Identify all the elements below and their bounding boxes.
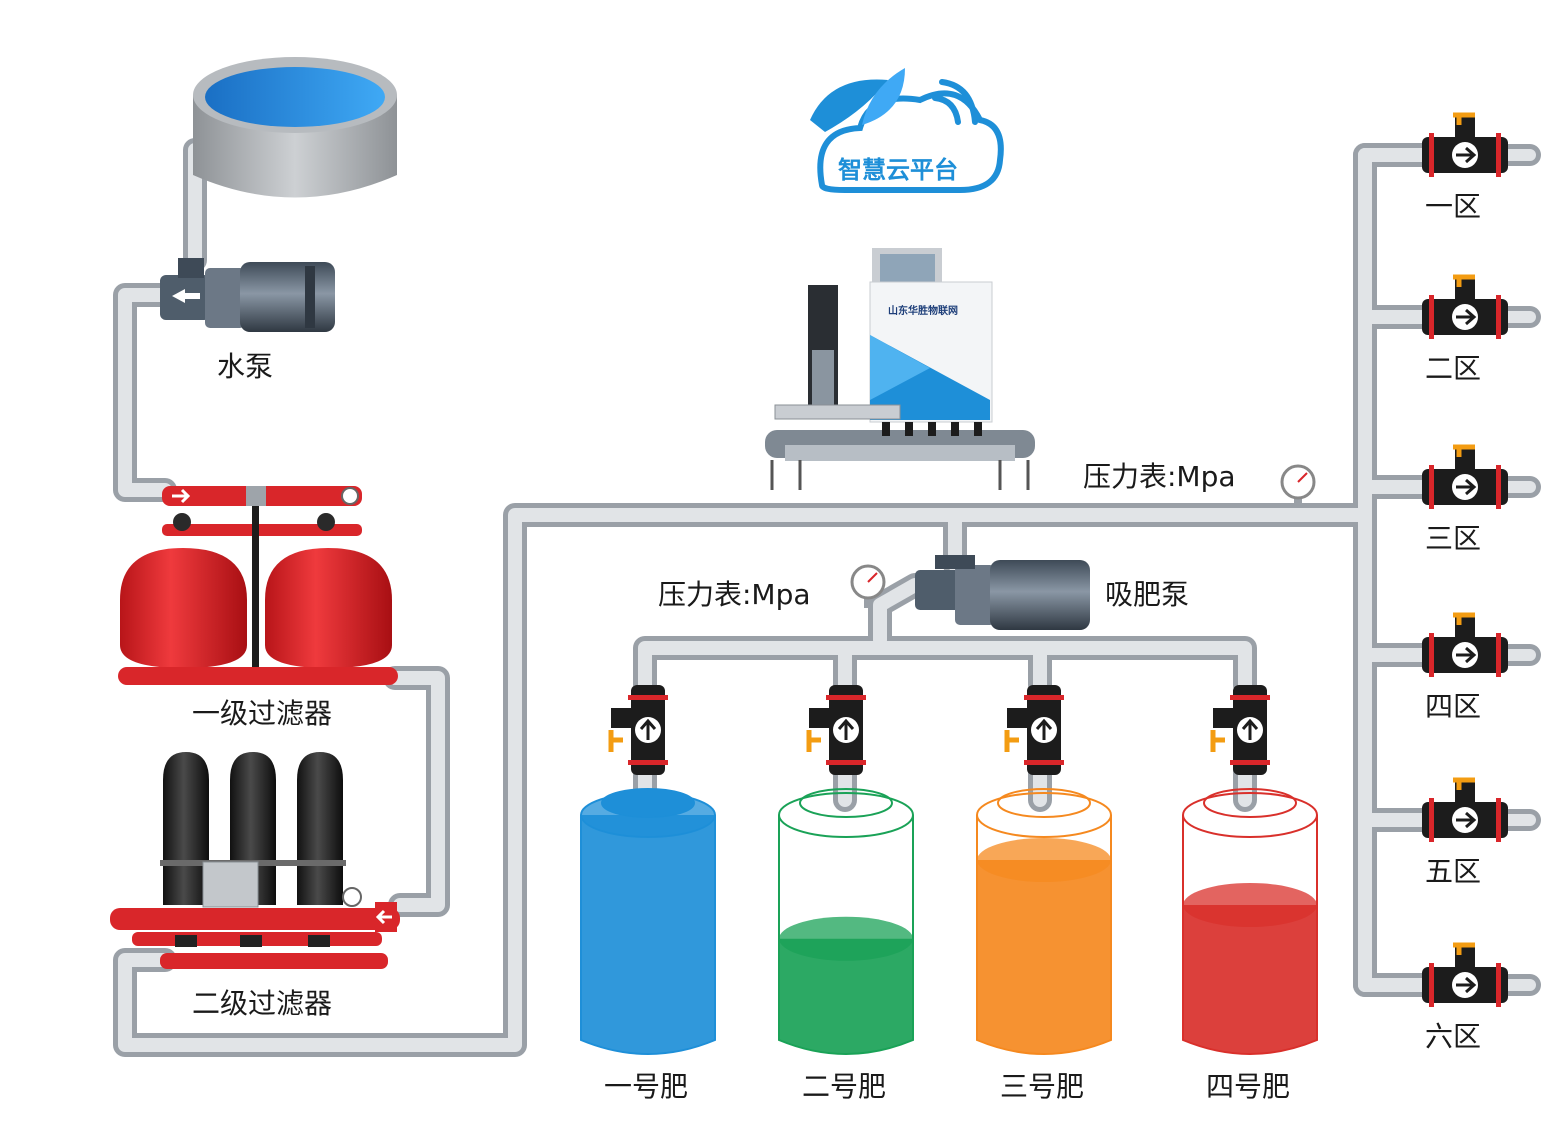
tank-liquid-level: [779, 938, 913, 1054]
tank-liquid-level: [977, 860, 1111, 1054]
zone-label: 四区: [1425, 690, 1482, 723]
fertilizer-tank-4: [1182, 788, 1318, 1055]
fertigation-controller: [765, 248, 1035, 490]
fertilizer-tank-label: 三号肥: [1000, 1070, 1085, 1103]
water-reservoir: [193, 57, 397, 198]
secondary-filter: [110, 752, 400, 969]
zone-valve-6[interactable]: [1422, 942, 1508, 1007]
fertilizer-valves: [608, 685, 1270, 775]
pressure-gauge-fert: [850, 564, 886, 608]
cloud-platform-logo: [810, 68, 1004, 193]
fertilizer-tank-1: [580, 788, 716, 1055]
pressure-gauge-fert-label: 压力表:Mpa: [658, 578, 811, 611]
zone-label: 二区: [1425, 352, 1482, 385]
zone-valve-4[interactable]: [1422, 612, 1508, 677]
zone-label: 三区: [1425, 522, 1482, 555]
fertilizer-tank-label: 四号肥: [1206, 1070, 1291, 1103]
water-pump-label: 水泵: [217, 350, 274, 383]
water-pump: [160, 258, 335, 332]
fertilizer-pump: [915, 555, 1090, 630]
pressure-gauge-main-label: 压力表:Mpa: [1083, 460, 1236, 493]
zone-label: 五区: [1425, 855, 1482, 888]
zone-valve-2[interactable]: [1422, 274, 1508, 339]
pipe-network: [113, 138, 1541, 1057]
fertilizer-tank-label: 二号肥: [802, 1070, 887, 1103]
zone-valve-5[interactable]: [1422, 777, 1508, 842]
primary-filter: [118, 486, 398, 685]
zone-label: 一区: [1425, 190, 1482, 223]
controller-brand: 山东华胜物联网: [888, 306, 958, 317]
fertilizer-tanks: [580, 788, 1318, 1055]
zone-valve-3[interactable]: [1422, 444, 1508, 509]
fertilizer-valve-3[interactable]: [1004, 685, 1064, 775]
cloud-platform-title: 智慧云平台: [838, 156, 958, 184]
fertilizer-pump-label: 吸肥泵: [1105, 578, 1190, 611]
secondary-filter-label: 二级过滤器: [192, 987, 333, 1020]
fertilizer-valve-1[interactable]: [608, 685, 668, 775]
fertilizer-valve-2[interactable]: [806, 685, 866, 775]
fertilizer-tank-label: 一号肥: [604, 1070, 689, 1103]
primary-filter-label: 一级过滤器: [192, 697, 333, 730]
fertilizer-tank-2: [778, 788, 914, 1055]
fertilizer-tank-3: [976, 788, 1112, 1055]
zone-label: 六区: [1425, 1020, 1482, 1053]
zone-valve-1[interactable]: [1422, 112, 1508, 177]
fertilizer-valve-4[interactable]: [1210, 685, 1270, 775]
pressure-gauge-main: [1280, 464, 1316, 508]
tank-liquid-level: [581, 815, 715, 1054]
tank-liquid-level: [1183, 905, 1317, 1054]
zone-valves: [1422, 112, 1508, 1007]
